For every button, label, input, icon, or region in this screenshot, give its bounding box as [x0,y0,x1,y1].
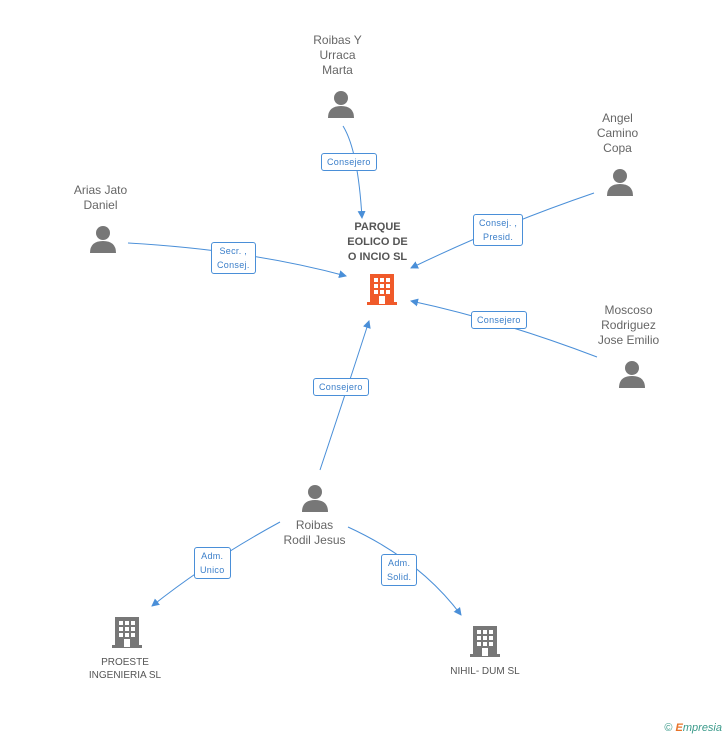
edge-label-consejero[interactable]: Consejero [471,311,527,329]
person-icon[interactable] [326,90,356,118]
empresia-credit[interactable]: © Empresia [664,722,722,734]
edge-label-consejero[interactable]: Consejero [313,378,369,396]
building-icon[interactable] [366,272,398,306]
edge-label-consejero[interactable]: Consejero [321,153,377,171]
company-label-proeste: PROESTE INGENIERIA SL [88,657,162,681]
person-icon[interactable] [300,484,330,512]
person-label-roibas-rodil: Roibas Rodil Jesus [283,518,346,547]
person-label-moscoso: Moscoso Rodriguez Jose Emilio [597,303,660,347]
edge-label-consej-presid[interactable]: Consej. , Presid. [473,214,524,246]
center-company-label: PARQUE EOLICO DE O INCIO SL [347,221,408,263]
person-icon[interactable] [88,225,118,253]
company-label-nihil-dum: NIHIL- DUM SL [450,666,520,677]
copyright-icon: © [664,722,673,734]
edge-label-adm-solid[interactable]: Adm. Solid. [381,554,418,586]
brand-initial: E [675,722,683,734]
person-label-arias-jato: Arias Jato Daniel [73,183,128,212]
edge-label-adm-unico[interactable]: Adm. Unico [194,547,231,579]
person-label-angel-camino: Angel Camino Copa [596,111,639,155]
building-icon[interactable] [469,624,501,658]
edge-moscoso-to-center [410,298,598,358]
brand-name: mpresia [682,722,722,734]
person-label-roibas-urraca: Roibas Y Urraca Marta [313,33,362,77]
edge-roibas-urraca-to-center [342,125,366,219]
person-icon[interactable] [605,168,635,196]
edge-label-secr-consej[interactable]: Secr. , Consej. [211,242,256,274]
building-icon[interactable] [111,615,143,649]
person-icon[interactable] [617,360,647,388]
